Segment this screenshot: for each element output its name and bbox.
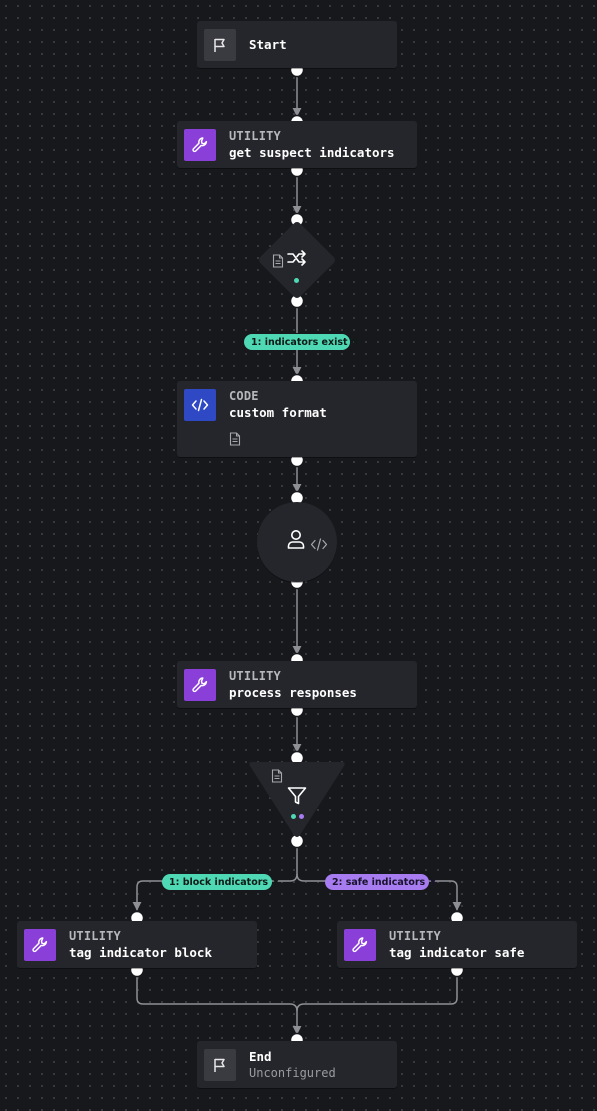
branch-label-text: 1: indicators exist	[251, 336, 348, 348]
branch-label-block-indicators[interactable]: 1: block indicators ▼	[162, 874, 278, 890]
utility-node-tag-indicator-block[interactable]: UTILITY tag indicator block	[17, 921, 257, 968]
node-kind: CODE	[229, 389, 259, 403]
flag-icon	[204, 29, 236, 61]
node-label: tag indicator block	[69, 945, 212, 960]
filter-node[interactable]	[248, 761, 346, 839]
utility-node-process-responses[interactable]: UTILITY process responses	[177, 661, 417, 708]
branch-label-text: 1: block indicators	[169, 876, 269, 888]
wrench-icon	[184, 669, 216, 701]
document-icon	[271, 768, 283, 787]
user-icon	[287, 529, 305, 553]
branch-label-indicators-exist[interactable]: 1: indicators exist ▼	[244, 334, 358, 350]
utility-node-tag-indicator-safe[interactable]: UTILITY tag indicator safe	[337, 921, 577, 968]
node-kind: UTILITY	[389, 929, 441, 943]
status-dot-teal	[291, 814, 296, 819]
document-icon	[229, 431, 241, 450]
flag-icon	[204, 1049, 236, 1081]
wrench-icon	[344, 929, 376, 961]
status-dot	[294, 278, 299, 283]
start-node[interactable]: Start	[197, 21, 397, 68]
prompt-node[interactable]	[257, 502, 337, 582]
node-label: process responses	[229, 685, 357, 700]
node-label: get suspect indicators	[229, 145, 395, 160]
shuffle-icon	[287, 249, 307, 271]
node-kind: UTILITY	[69, 929, 121, 943]
wrench-icon	[24, 929, 56, 961]
branch-label-safe-indicators[interactable]: 2: safe indicators ▼	[325, 874, 436, 890]
caret-down-icon: ▼	[273, 878, 279, 886]
caret-down-icon: ▼	[430, 878, 436, 886]
document-icon	[272, 253, 284, 272]
end-status: Unconfigured	[249, 1066, 336, 1080]
wrench-icon	[184, 129, 216, 161]
end-label: End	[249, 1049, 272, 1064]
node-kind: UTILITY	[229, 669, 281, 683]
utility-node-get-suspect-indicators[interactable]: UTILITY get suspect indicators	[177, 121, 417, 168]
end-node[interactable]: End Unconfigured	[197, 1041, 397, 1088]
status-dot-violet	[299, 814, 304, 819]
start-label: Start	[249, 37, 287, 52]
code-node-custom-format[interactable]: CODE custom format	[177, 381, 417, 457]
caret-down-icon: ▼	[352, 338, 358, 346]
code-icon	[310, 536, 328, 555]
node-label: custom format	[229, 405, 327, 420]
branch-label-text: 2: safe indicators	[332, 876, 426, 888]
node-kind: UTILITY	[229, 129, 281, 143]
filter-icon	[287, 786, 307, 810]
node-label: tag indicator safe	[389, 945, 525, 960]
code-icon	[184, 389, 216, 421]
